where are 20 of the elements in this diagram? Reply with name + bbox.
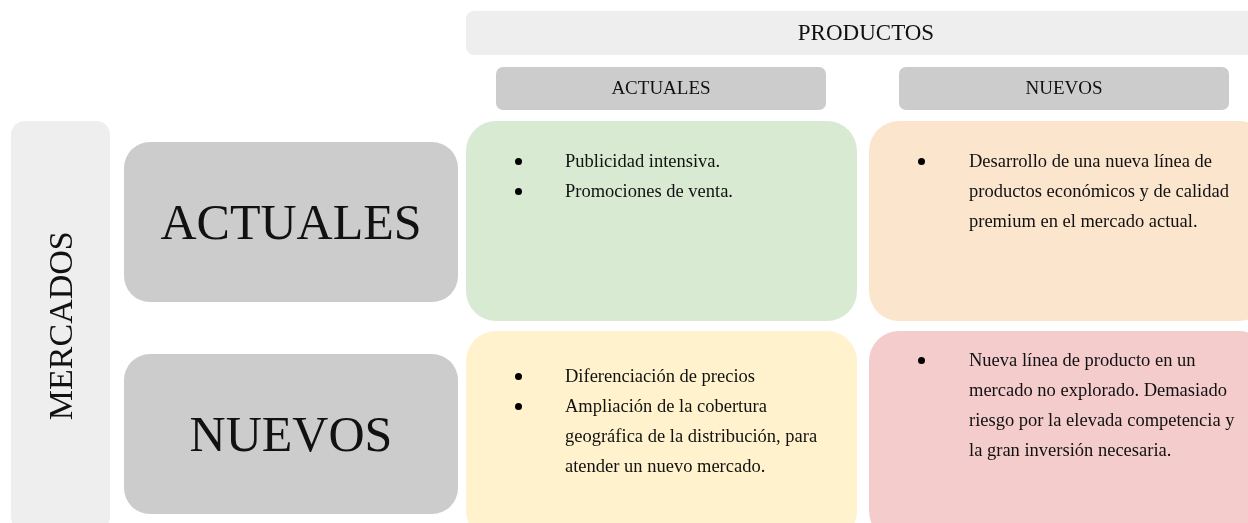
header-label: NUEVOS xyxy=(1025,78,1103,99)
header-box xyxy=(496,67,826,110)
header-label: MERCADOS xyxy=(41,231,80,421)
bullet-item: Desarrollo de una nueva línea de productos económicos y de calidad premium en el mercado actual. xyxy=(869,146,1248,236)
strategy-cell xyxy=(466,331,857,523)
strategy-cell xyxy=(466,121,857,321)
header-label: PRODUCTOS xyxy=(797,20,935,46)
strategy-cell xyxy=(869,331,1248,523)
bullet-item: Publicidad intensiva. xyxy=(466,146,837,176)
header-box xyxy=(124,354,458,514)
bullet-item: Ampliación de la cobertura geográfica de la distribución, para atender un nuevo mercado. xyxy=(466,391,837,481)
header-label: NUEVOS xyxy=(189,406,393,462)
bullet-item: Nueva línea de producto en un mercado no explorado. Demasiado riesgo por la elevada competencia y la gran inversión necesaria. xyxy=(869,345,1248,465)
header-box xyxy=(899,67,1229,110)
bullet-item: Promociones de venta. xyxy=(466,176,837,206)
header-box xyxy=(124,142,458,302)
header-label: ACTUALES xyxy=(160,194,422,250)
bullet-item: Diferenciación de precios xyxy=(466,361,837,391)
header-label: ACTUALES xyxy=(611,78,711,99)
strategy-cell xyxy=(869,121,1248,321)
